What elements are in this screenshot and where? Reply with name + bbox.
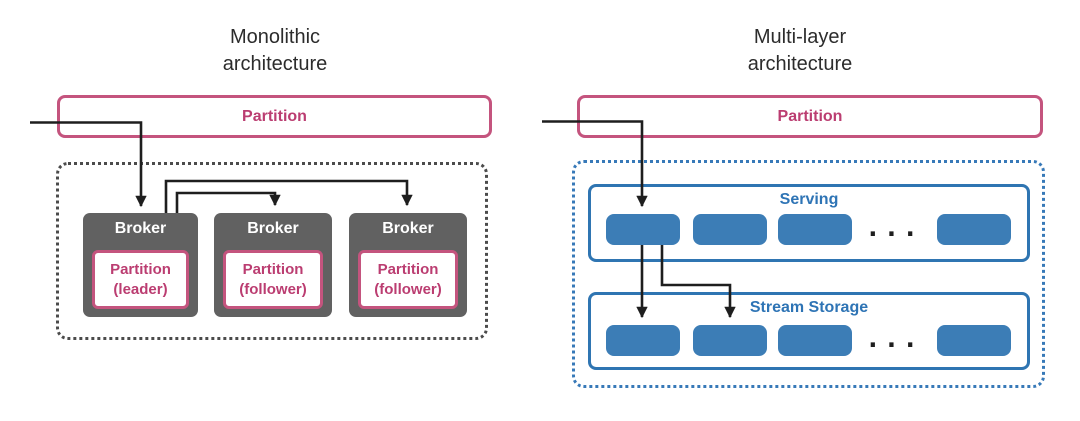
stream-storage-segment xyxy=(937,325,1011,356)
multilayer-title-line2: architecture xyxy=(747,53,853,75)
broker-box-3: Broker Partition (follower) xyxy=(349,213,467,317)
monolithic-cluster-outline xyxy=(56,162,488,340)
multilayer-title: Multi-layer architecture xyxy=(640,24,960,78)
broker-box-2: Broker Partition (follower) xyxy=(214,213,332,317)
broker-label: Broker xyxy=(114,220,167,237)
partition-follower-line1: Partition xyxy=(242,260,304,278)
multilayer-cluster-outline xyxy=(572,160,1045,388)
stream-storage-segment xyxy=(778,325,852,356)
stream-storage-layer-label: Stream Storage xyxy=(749,299,869,316)
partition-leader-box: Partition (leader) xyxy=(92,250,189,309)
serving-ellipsis: ... xyxy=(865,213,921,243)
stream-storage-segment xyxy=(693,325,767,356)
broker-label: Broker xyxy=(382,220,434,237)
partition-leader-line2: (leader) xyxy=(113,280,168,298)
monolithic-title-line2: architecture xyxy=(222,53,328,75)
broker-label: Broker xyxy=(247,220,299,237)
serving-segment xyxy=(778,214,852,245)
serving-segment xyxy=(937,214,1011,245)
partition-follower-line2: (follower) xyxy=(239,280,307,298)
partition-leader-line1: Partition xyxy=(110,260,171,278)
partition-bar-left: Partition xyxy=(57,95,492,138)
serving-layer-label: Serving xyxy=(779,191,839,208)
monolithic-title: Monolithic architecture xyxy=(115,24,435,78)
partition-follower-box: Partition (follower) xyxy=(358,250,458,309)
partition-bar-right: Partition xyxy=(577,95,1043,138)
broker-box-1: Broker Partition (leader) xyxy=(83,213,198,317)
stream-storage-ellipsis: ... xyxy=(865,324,921,354)
partition-follower-line2: (follower) xyxy=(374,280,442,298)
partition-follower-box: Partition (follower) xyxy=(223,250,323,309)
stream-storage-segment xyxy=(606,325,680,356)
serving-segment xyxy=(693,214,767,245)
serving-segment xyxy=(606,214,680,245)
multilayer-title-line1: Multi-layer xyxy=(753,26,847,48)
monolithic-title-line1: Monolithic xyxy=(229,26,321,48)
partition-follower-line1: Partition xyxy=(377,260,439,278)
